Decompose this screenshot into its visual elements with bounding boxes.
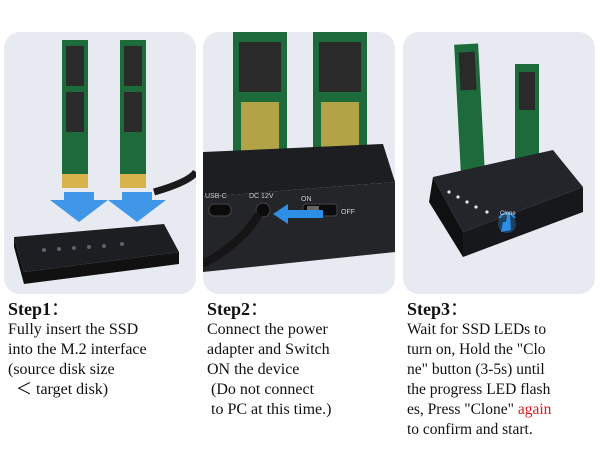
step3-line: es, Press "Clone" again <box>407 401 552 418</box>
step1-line: ＜ target disk) <box>16 381 109 398</box>
clone-label: Clone <box>500 211 516 217</box>
step2-line: adapter and Switch <box>207 341 330 358</box>
step1-illustration <box>14 40 196 284</box>
step3-title: Step3： <box>407 299 469 319</box>
arrow-left-icon <box>273 204 323 224</box>
arrow-down-icon <box>50 192 108 222</box>
step1-image <box>4 32 196 294</box>
step3-illustration: Clone <box>429 43 583 257</box>
step1-title: Step1： <box>8 299 70 319</box>
arrow-down-icon <box>108 192 166 222</box>
step2-line: ON the device <box>207 361 300 378</box>
usb-c-port <box>208 203 232 217</box>
step3-image: Clone <box>403 32 595 294</box>
dc-port <box>255 202 271 218</box>
dc-label: DC 12V <box>249 193 274 200</box>
hand-pointer-icon <box>501 215 511 232</box>
step2-image: USB-C DC 12V ON OFF <box>203 32 395 294</box>
step2-text: Step2： Connect the power adapter and Swi… <box>207 298 331 420</box>
step3-text: Step3： Wait for SSD LEDs to turn on, Hol… <box>407 298 551 440</box>
step3-line: to confirm and start. <box>407 421 533 438</box>
step2-line: Connect the power <box>207 321 328 338</box>
step2-illustration: USB-C DC 12V ON OFF <box>203 32 395 272</box>
power-cable <box>203 211 263 268</box>
dock-device <box>14 224 179 272</box>
step2-line: (Do not connect <box>211 381 315 398</box>
step1-line: (source disk size <box>8 361 115 378</box>
step1-text: Step1： Fully insert the SSD into the M.2… <box>8 298 147 400</box>
dock-device <box>203 144 395 197</box>
again-highlight: again <box>517 401 552 418</box>
step3-line: ne" button (3-5s) until <box>407 361 545 378</box>
step1-line: Fully insert the SSD <box>8 321 139 338</box>
step3-line: turn on, Hold the "Clo <box>407 341 546 358</box>
tap-icon <box>498 212 516 219</box>
dock-device <box>433 150 583 232</box>
off-label: OFF <box>341 209 355 216</box>
step3-line: Wait for SSD LEDs to <box>407 321 547 338</box>
step2-title: Step2： <box>207 299 269 319</box>
step1-line: into the M.2 interface <box>8 341 147 358</box>
usb-c-label: USB-C <box>205 193 227 200</box>
step2-line: to PC at this time.) <box>211 401 332 418</box>
on-label: ON <box>301 196 312 203</box>
step3-line: the progress LED flash <box>407 381 551 398</box>
